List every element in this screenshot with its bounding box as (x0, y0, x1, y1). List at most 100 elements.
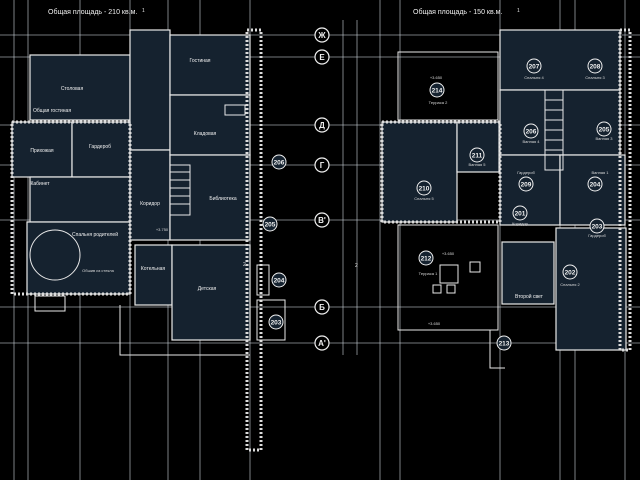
room-library (169, 154, 251, 241)
label-nursery: Детская (198, 286, 217, 292)
svg-text:210: 210 (419, 186, 430, 193)
svg-text:Терраса 1: Терраса 1 (419, 271, 438, 276)
label-storage: Кладовая (194, 131, 217, 137)
room-wardrobe (71, 121, 131, 178)
label-corridor: Коридор (140, 201, 160, 207)
room-213: 213 (496, 335, 512, 351)
label-living: Гостиная (190, 58, 211, 64)
room-entry-hall (129, 29, 171, 151)
room-bath-left (169, 94, 251, 156)
svg-text:205: 205 (599, 127, 610, 134)
label-boiler: Котельная (141, 266, 165, 272)
round-bed (29, 229, 81, 281)
rooms-207-208 (499, 29, 621, 91)
svg-text:207: 207 (529, 64, 540, 71)
left-floor-plan: Гостиная Столовая Общая гостиная Прихожа… (10, 8, 263, 452)
level-bottom: +3.650 (428, 321, 441, 326)
svg-text:209: 209 (521, 182, 532, 189)
room-corridor (129, 149, 171, 241)
bathtub (224, 104, 246, 116)
svg-text:Ванная 4: Ванная 4 (522, 139, 540, 144)
room-dining (29, 54, 131, 121)
svg-text:Ванная 1: Ванная 1 (591, 170, 609, 175)
label-parents: Спальня родителей (72, 231, 118, 238)
room-second-light (501, 241, 555, 305)
svg-text:Г: Г (320, 161, 325, 170)
svg-text:213: 213 (499, 341, 510, 348)
svg-text:В': В' (318, 216, 326, 225)
room-nursery (171, 244, 251, 341)
svg-text:212: 212 (421, 256, 432, 263)
label-level: +3.750 (156, 227, 169, 232)
plan-title-right: Общая площадь - 150 кв.м. (413, 8, 502, 16)
svg-text:Гардероб: Гардероб (517, 170, 535, 175)
svg-text:Гардероб: Гардероб (588, 233, 606, 238)
room-209: 209 Гардероб (517, 170, 536, 192)
stair-left (169, 164, 191, 216)
svg-text:Е: Е (319, 53, 325, 62)
svg-text:204: 204 (590, 182, 601, 189)
svg-text:206: 206 (274, 160, 285, 167)
label-hall: Прихожая (30, 148, 53, 154)
terrace-table (439, 264, 459, 284)
svg-text:201: 201 (515, 211, 526, 218)
level-terrace1: +3.650 (442, 251, 455, 256)
svg-text:211: 211 (472, 153, 483, 160)
svg-text:Терраса 2: Терраса 2 (429, 100, 448, 105)
svg-text:203: 203 (592, 224, 603, 231)
svg-text:2: 2 (355, 263, 358, 269)
svg-text:205: 205 (265, 222, 276, 229)
svg-text:Спальня 2: Спальня 2 (560, 282, 580, 287)
label-cabinet: Кабинет (30, 181, 50, 187)
svg-text:Спальня 3: Спальня 3 (585, 75, 605, 80)
svg-text:Ж: Ж (317, 31, 326, 40)
axis-markers: Ж Е Д Г В' Б А' (314, 27, 330, 351)
label-dining-note: Общая гостиная (33, 108, 71, 114)
svg-text:Д: Д (319, 121, 325, 130)
side-room-numbers: 206 205 204 203 (256, 154, 287, 341)
label-note: Обшив из стекла (82, 268, 114, 273)
svg-text:Спальня 4: Спальня 4 (524, 75, 544, 80)
section-marker-top: 1 (142, 8, 145, 14)
section-marker: 2 (243, 262, 246, 268)
room-210 (381, 121, 458, 223)
rooms-bath (499, 89, 621, 156)
svg-text:Коридор: Коридор (512, 221, 529, 226)
level-terrace2: +3.650 (430, 75, 443, 80)
svg-text:1: 1 (517, 8, 520, 14)
svg-text:202: 202 (565, 270, 576, 277)
plan-title-left: Общая площадь - 210 кв.м. (48, 8, 137, 16)
svg-text:214: 214 (432, 88, 443, 95)
svg-text:203: 203 (271, 320, 282, 327)
label-library: Библиотека (209, 196, 236, 202)
room-202 (555, 227, 627, 351)
room-204: 204 Ванная 1 (587, 170, 609, 192)
svg-text:206: 206 (526, 129, 537, 136)
room-living (169, 34, 251, 96)
terrace-1 (397, 224, 499, 331)
svg-text:Спальня 5: Спальня 5 (414, 196, 434, 201)
label-dining: Столовая (61, 86, 84, 92)
terrace-2 (397, 51, 499, 121)
room-boiler (134, 244, 173, 306)
right-floor-plan: +3.650 +3.650 +3.650 Второй свет 2 1 (355, 8, 632, 369)
label-wardrobe: Гардероб (89, 144, 111, 150)
steps (34, 295, 66, 312)
svg-text:Ванная 5: Ванная 5 (468, 162, 486, 167)
svg-text:Б: Б (319, 303, 325, 312)
svg-text:204: 204 (274, 278, 285, 285)
svg-text:Ванная 3: Ванная 3 (595, 136, 613, 141)
